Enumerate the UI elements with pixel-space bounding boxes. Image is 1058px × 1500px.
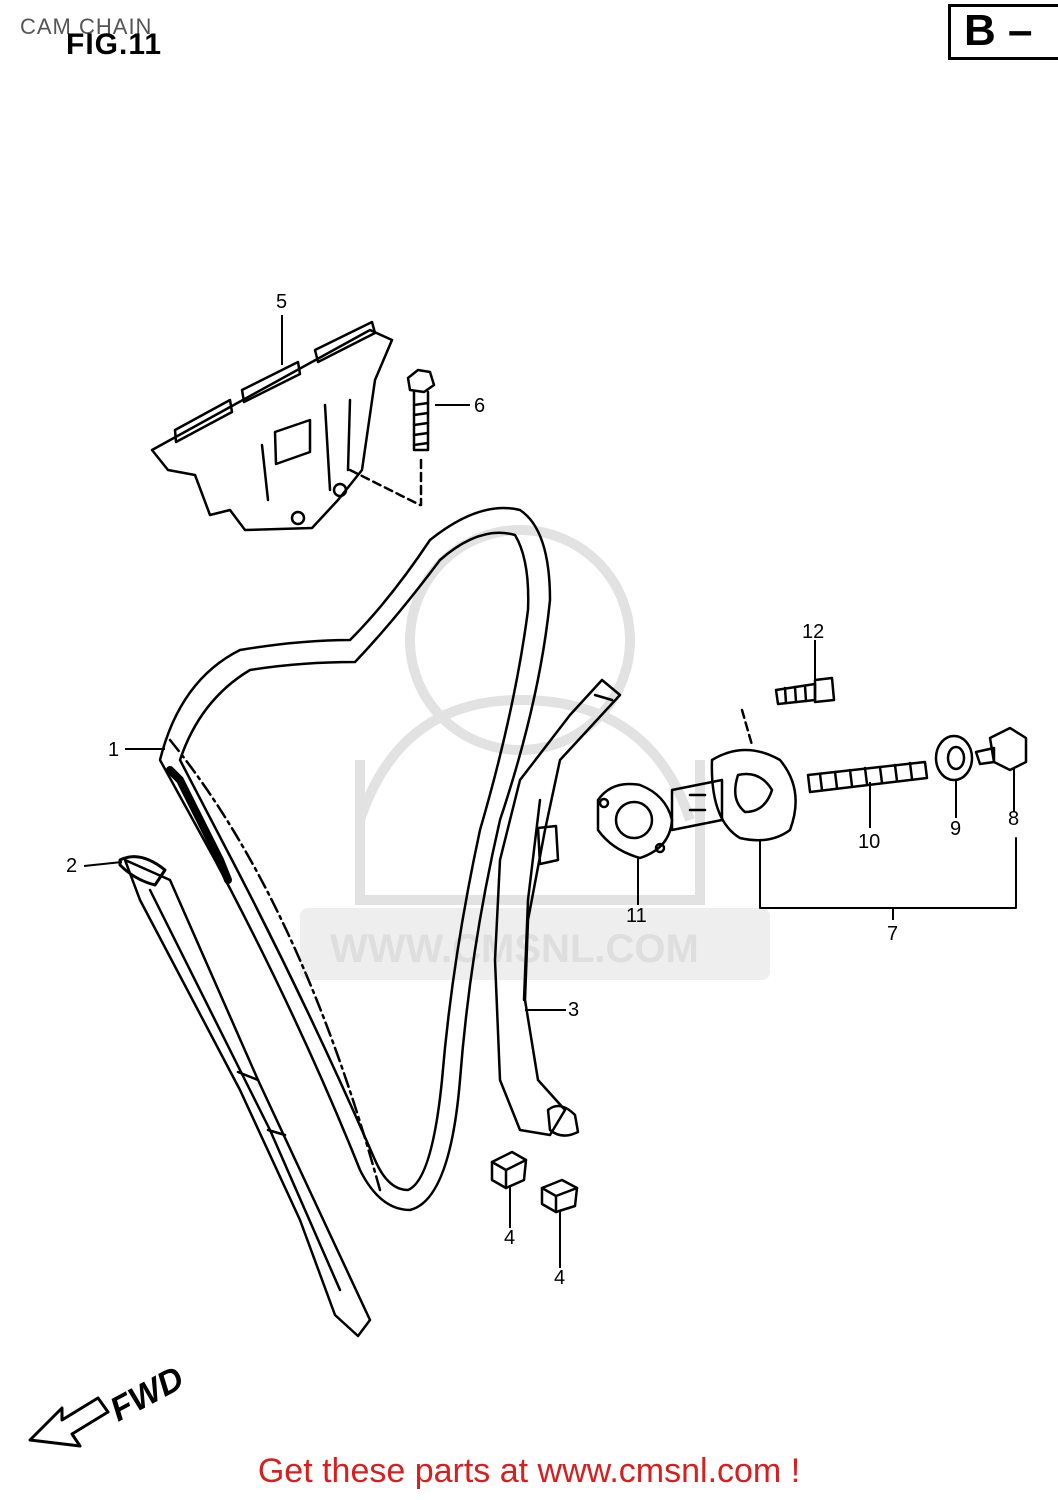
cam-chain-guide-left — [118, 855, 372, 1338]
callout-7: 7 — [887, 923, 898, 945]
watermark-text: WWW.CMSNL.COM — [330, 927, 699, 971]
callout-9: 9 — [950, 818, 961, 840]
leader-lines — [83, 315, 1015, 1268]
cam-chain-guide-top — [150, 320, 394, 532]
callout-5: 5 — [276, 291, 287, 313]
callout-4a: 4 — [504, 1227, 515, 1249]
callout-6: 6 — [474, 395, 485, 417]
callout-11: 11 — [626, 905, 647, 927]
footer-link[interactable]: Get these parts at www.cmsnl.com ! — [0, 1452, 1058, 1491]
forward-label: FWD — [104, 1359, 190, 1429]
bolt-6 — [348, 368, 436, 507]
callout-8: 8 — [1008, 808, 1019, 830]
section-label: B – — [964, 6, 1033, 55]
forward-arrow-icon — [28, 1396, 110, 1448]
callout-12: 12 — [802, 621, 824, 643]
callout-2: 2 — [66, 855, 77, 877]
callout-3: 3 — [568, 999, 579, 1021]
bracket-7 — [759, 837, 1017, 909]
cushion-4b — [540, 1178, 579, 1214]
tensioner-blade — [493, 678, 622, 1137]
diagram-caption: CAM CHAIN — [20, 14, 153, 39]
section-box — [948, 4, 1058, 60]
spring-10 — [806, 760, 929, 794]
washer-9 — [934, 734, 974, 782]
callout-4b: 4 — [554, 1267, 565, 1289]
watermark-banner — [300, 908, 770, 980]
footer-link-text[interactable]: Get these parts at www.cmsnl.com ! — [257, 1452, 801, 1490]
cam-chain — [158, 506, 552, 1212]
callout-1: 1 — [108, 739, 119, 761]
parts-diagram: WWW.CMSNL.COM — [28, 291, 1028, 1448]
cushion-4a — [490, 1150, 528, 1190]
callout-10: 10 — [858, 831, 880, 853]
figure-number: FIG.11 — [66, 28, 163, 61]
gasket-11 — [596, 782, 674, 860]
tensioner-assembly-7 — [670, 748, 797, 842]
cap-bolt-8 — [974, 726, 1028, 772]
bolt-12 — [740, 676, 836, 747]
